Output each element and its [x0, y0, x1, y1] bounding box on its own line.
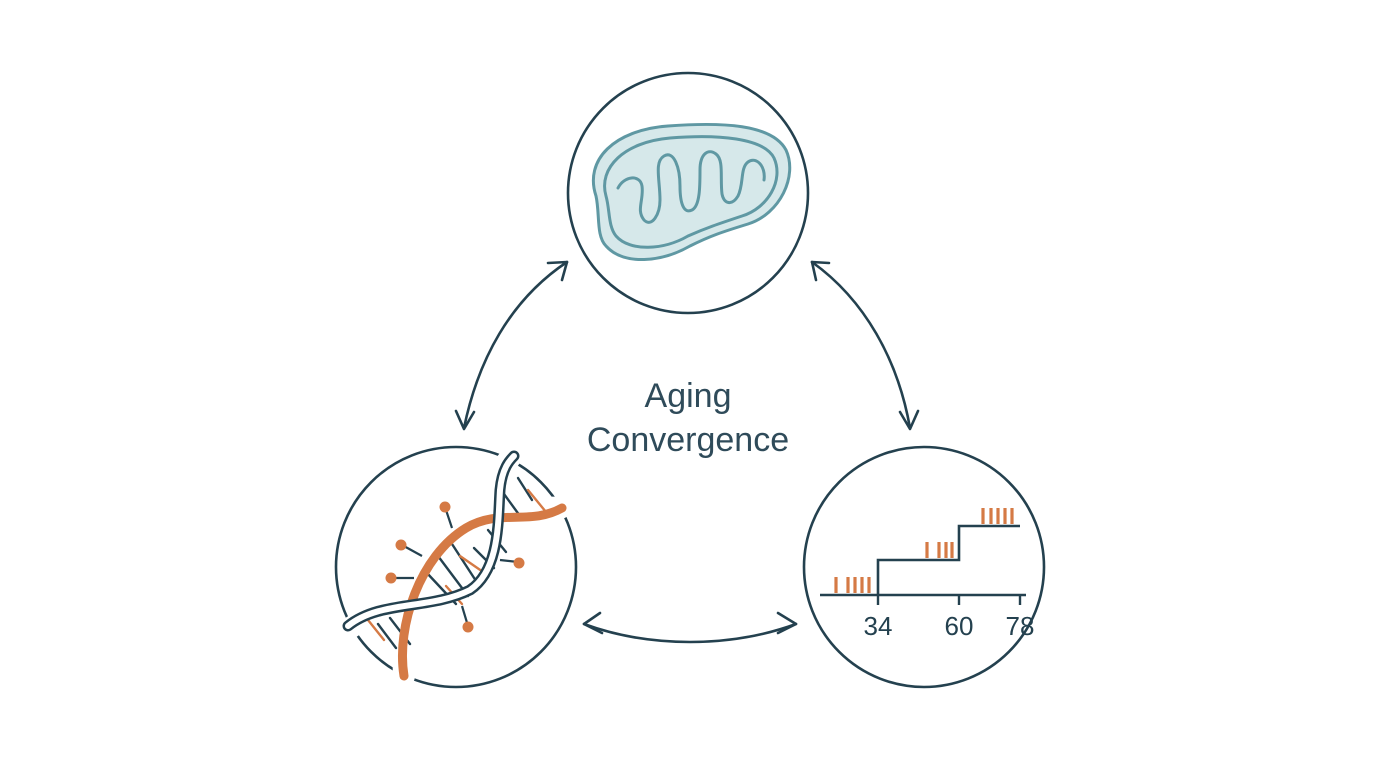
tick-label-78: 78: [1006, 611, 1035, 641]
mitochondrion-icon: [591, 122, 792, 261]
node-mitochondrion: [566, 71, 810, 315]
center-title-line-1: Aging: [644, 377, 732, 415]
edge-dna-steps: [582, 611, 798, 644]
dna-helix-icon: [339, 447, 571, 687]
center-title-line-2: Convergence: [586, 421, 790, 459]
tick-label-60: 60: [945, 611, 974, 641]
step-chart-icon: 34 60 78: [820, 508, 1034, 641]
tick-label-34: 34: [864, 611, 893, 641]
node-epigenetic-steps: 34 60 78: [802, 445, 1046, 689]
edge-mito-dna: [454, 260, 569, 431]
edge-mito-steps: [810, 260, 920, 431]
node-dna: [334, 445, 578, 689]
